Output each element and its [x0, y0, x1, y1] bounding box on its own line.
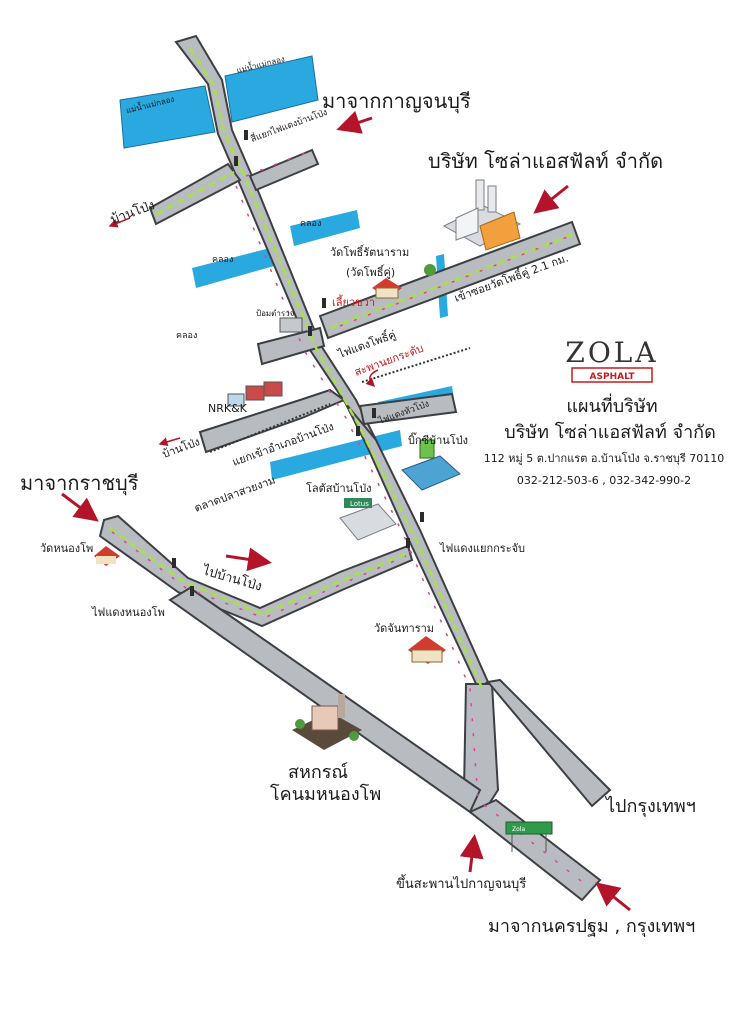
big-c-building — [401, 439, 461, 491]
label-light-krachap: ไฟแดงแยกกระจับ — [439, 542, 525, 555]
building-nrk — [227, 381, 283, 407]
label-canal-1: คลอง — [300, 219, 321, 229]
lotus-building — [339, 498, 397, 541]
label-wat-pho-rattanaram: วัดโพธิ์รัตนาราม — [330, 244, 409, 259]
label-light-nong-pho: ไฟแดงหนองโพ — [91, 605, 165, 619]
traffic-light-icon — [234, 156, 238, 166]
traffic-light-icon — [244, 130, 248, 140]
label-turn-right: เลี้ยวขวา — [332, 294, 375, 309]
traffic-light-icon — [372, 408, 376, 418]
label-from-nakhon-pathom: มาจากนครปฐม , กรุงเทพฯ — [488, 916, 695, 937]
label-canal-3: คลอง — [176, 331, 197, 341]
railway — [209, 347, 471, 453]
traffic-light-icon — [308, 326, 312, 336]
route-highlight — [109, 47, 575, 689]
direction-arrows — [61, 110, 631, 912]
label-ban-pong-north: บ้านโป่ง — [108, 197, 157, 228]
label-wat-pho-ku: (วัดโพธิ์คู่) — [346, 264, 395, 279]
label-wat-chanthraram: วัดจันทาราม — [374, 622, 434, 635]
road-overpass — [468, 798, 602, 902]
label-from-ratchaburi: มาจากราชบุรี — [20, 471, 139, 496]
label-big-c: บิ๊กซีบ้านโป่ง — [408, 432, 468, 447]
road-ban-pong-east — [248, 148, 320, 192]
label-ban-pong-west: บ้านโป่ง — [160, 434, 201, 460]
company-info: ZOLA ASPHALT แผนที่บริษัท บริษัท โซล่าแอ… — [484, 336, 725, 487]
label-to-bangkok: ไปกรุงเทพฯ — [604, 795, 696, 817]
temple-nong-pho — [94, 546, 120, 566]
river-mae-klong-left — [119, 85, 216, 149]
company-name: บริษัท โซล่าแอสฟัลท์ จำกัด — [504, 421, 716, 443]
label-coop-line2: โคนมหนองโพ — [270, 783, 381, 805]
coop-nong-pho — [292, 694, 362, 750]
police-box — [279, 317, 303, 333]
label-factory-name: บริษัท โซล่าแอสฟัลท์ จำกัด — [428, 149, 663, 173]
label-nrk: NRK&K — [208, 402, 248, 415]
road-nong-pho-south — [168, 586, 482, 814]
traffic-light-icon — [322, 298, 326, 308]
label-wat-nong-pho: วัดหนองโพ — [40, 541, 93, 555]
traffic-light-icon — [190, 586, 194, 596]
label-overpass: ขึ้นสะพานไปกาญจนบุรี — [396, 874, 526, 892]
canal-right-upper — [290, 210, 360, 246]
tree-icon — [424, 264, 436, 276]
label-lotus-sign: Lotus — [350, 500, 369, 508]
road-hua-pong-east — [358, 392, 458, 426]
label-market: ตลาดปลาสวยงาม — [193, 473, 278, 514]
road-to-bangkok — [486, 678, 612, 808]
route-arrows — [111, 149, 591, 889]
river-mae-klong-right — [224, 55, 319, 123]
traffic-light-icon — [172, 558, 176, 568]
road-from-ratchaburi — [98, 514, 414, 628]
company-address: 112 หมู่ 5 ต.ปากแรต อ.บ้านโป่ง จ.ราชบุรี… — [484, 451, 725, 465]
canal-left-upper — [192, 248, 274, 288]
traffic-lights — [172, 130, 424, 596]
map-title: แผนที่บริษัท — [566, 393, 657, 417]
label-coop-line1: สหกรณ์ — [288, 762, 348, 783]
temple-pho-rattanaram — [372, 278, 402, 299]
label-from-kanchanaburi: มาจากกาญจนบุรี — [322, 89, 471, 114]
temple-chanthraram — [408, 636, 446, 664]
road-soi-wat-pho-ku — [318, 220, 582, 340]
zola-logo-sub: ASPHALT — [590, 372, 636, 382]
label-canal-2: คลอง — [212, 255, 233, 265]
traffic-light-icon — [406, 538, 410, 548]
zola-logo: ZOLA — [565, 336, 658, 369]
traffic-light-icon — [356, 426, 360, 436]
factory-zola — [442, 179, 522, 251]
label-police-box: ป้อมตำรวจ — [256, 309, 295, 318]
zola-road-sign — [505, 821, 553, 852]
company-phones: 032-212-503-6 , 032-342-990-2 — [517, 474, 691, 487]
label-sign-zola: Zola — [512, 826, 525, 833]
label-lotus: โลตัสบ้านโป่ง — [306, 481, 371, 495]
roads — [98, 34, 612, 902]
road-pho-ku-cross — [256, 326, 326, 366]
traffic-light-icon — [420, 512, 424, 522]
